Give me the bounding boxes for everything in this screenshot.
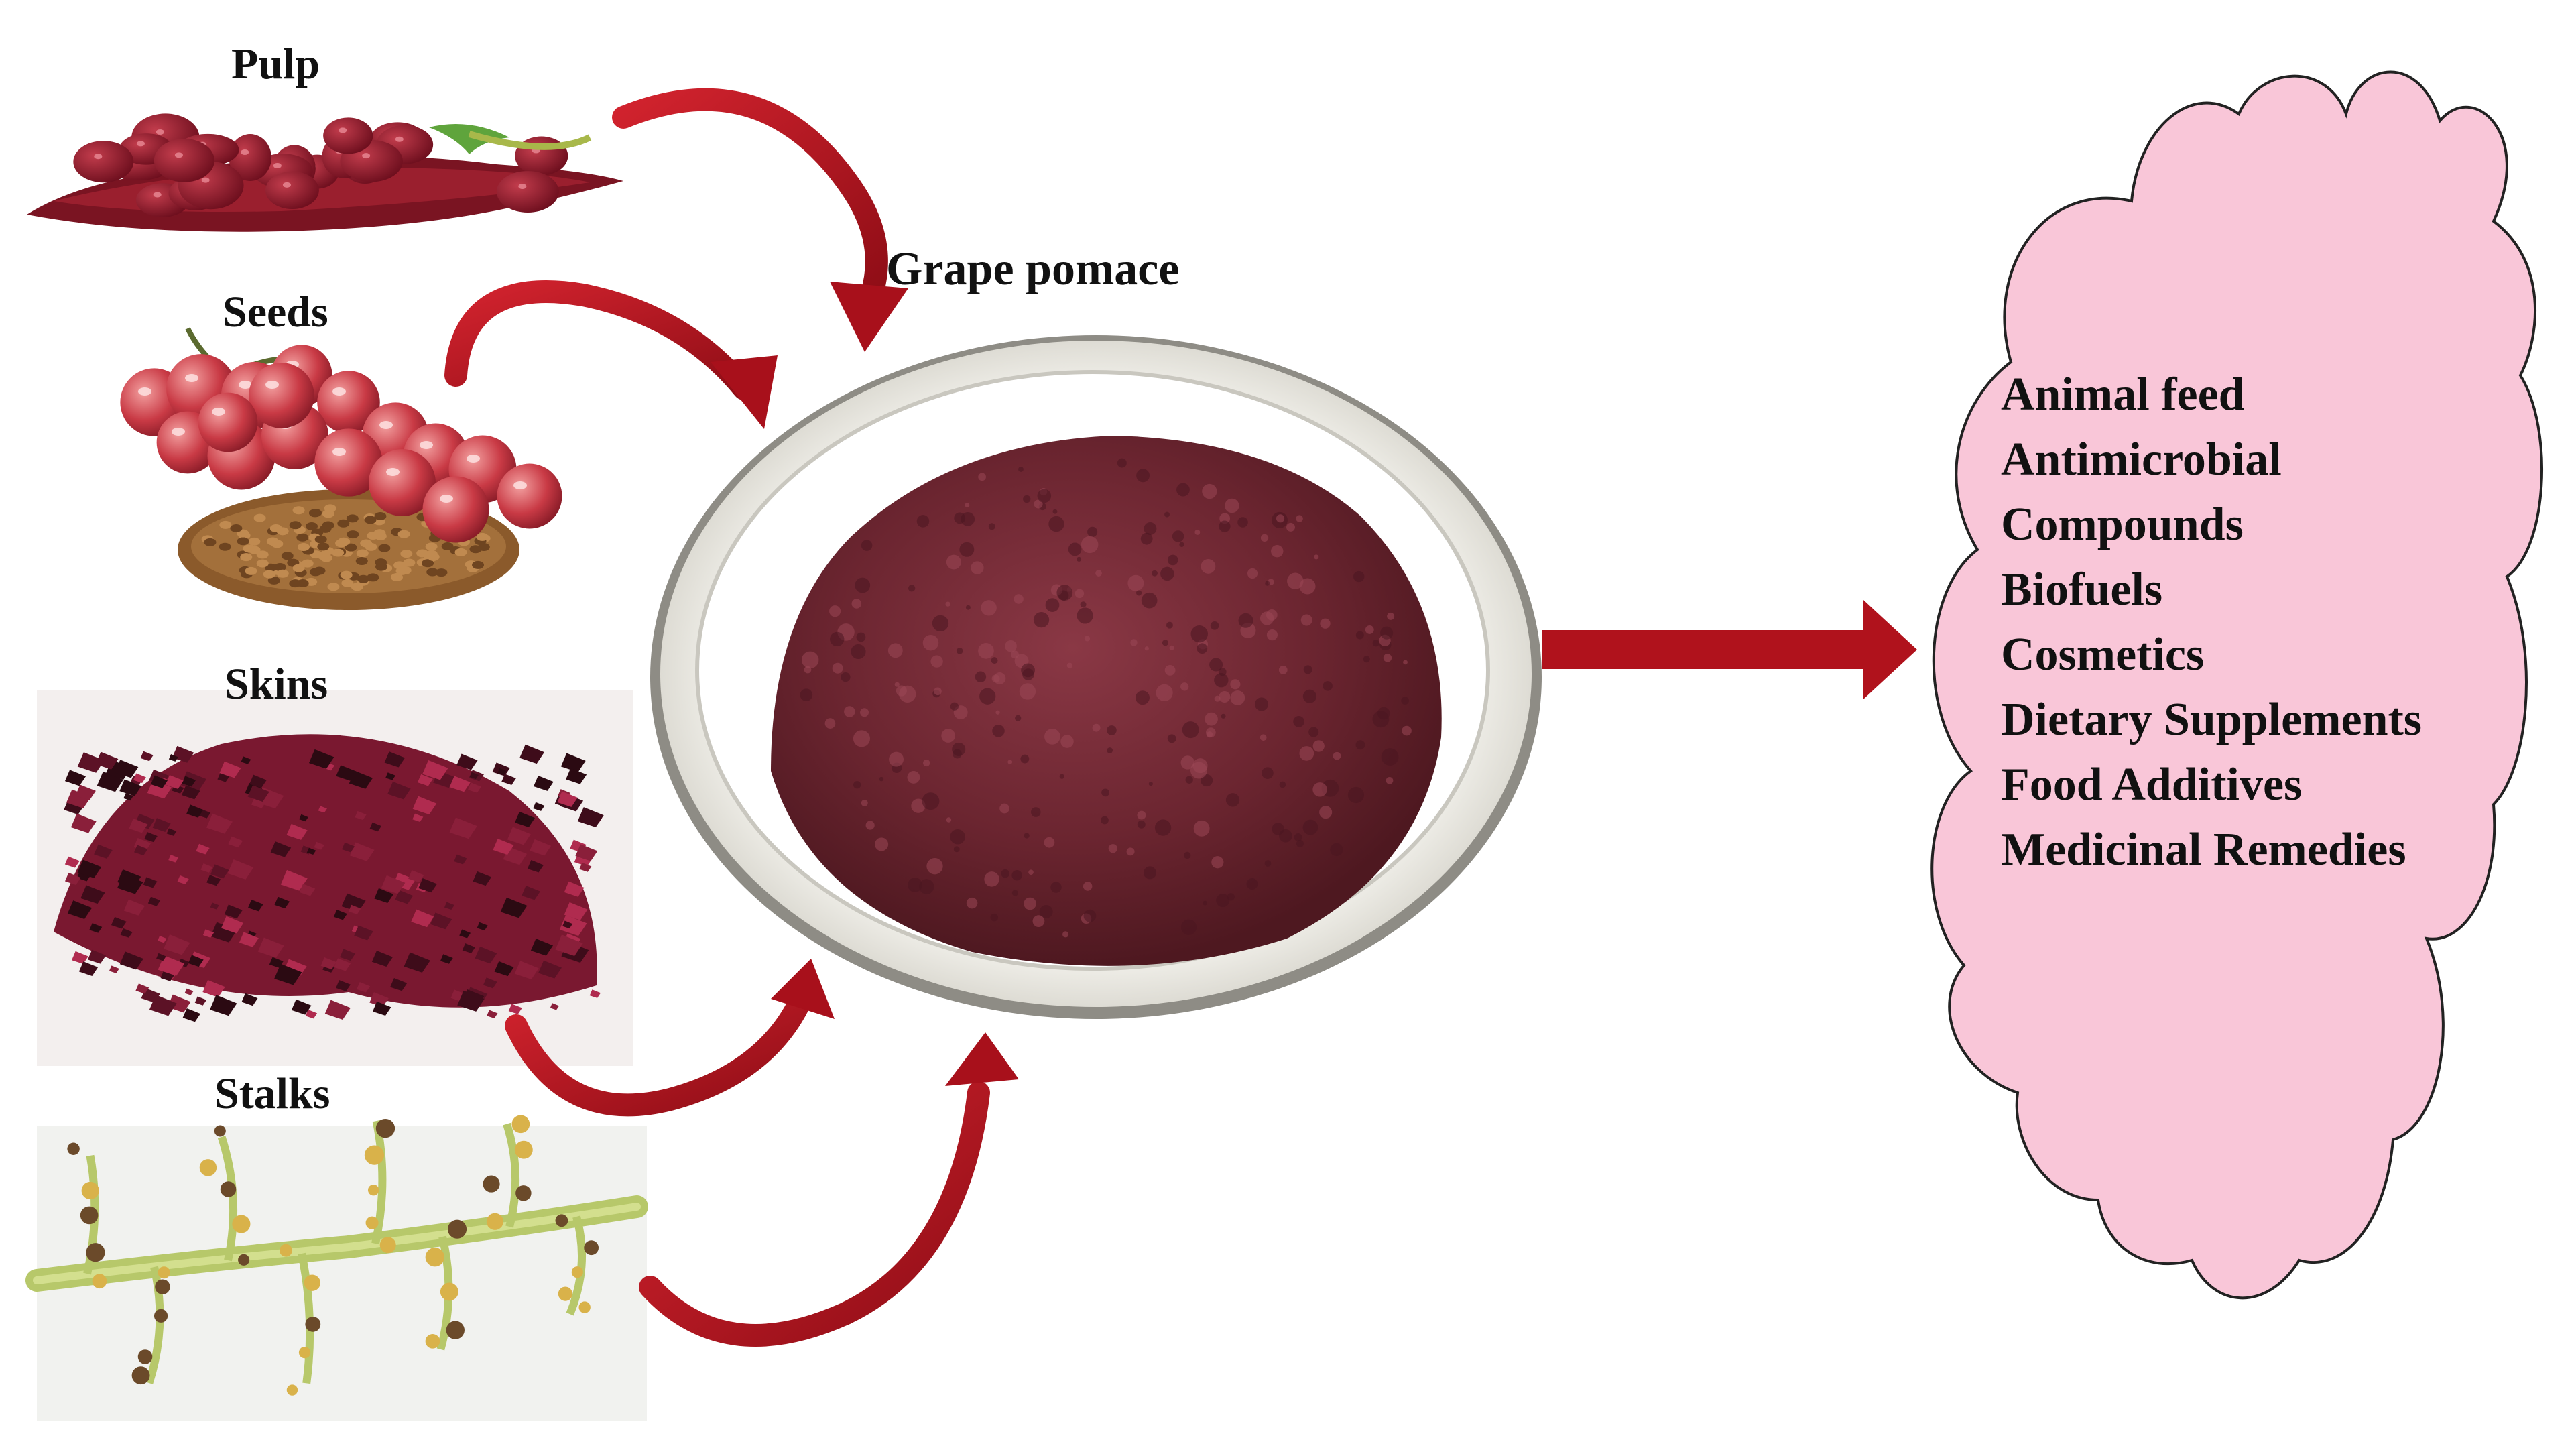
application-item: Antimicrobial: [2001, 434, 2282, 485]
applications-list: Animal feed Antimicrobial Compounds Biof…: [2001, 362, 2422, 882]
skins-arrowhead: [771, 959, 835, 1019]
pomace-bowl-image: [650, 335, 1542, 1019]
skins-to-pomace-arrow: [505, 981, 816, 1117]
stalks-to-pomace-arrow: [639, 1081, 990, 1347]
applications-cloud: [1930, 70, 2543, 1300]
application-item: Medicinal Remedies: [2001, 824, 2406, 875]
seeds-label: Seeds: [223, 288, 328, 337]
application-item: Biofuels: [2001, 564, 2163, 615]
stalks-label: Stalks: [214, 1069, 330, 1118]
seeds-to-pomace-arrow: [444, 280, 755, 400]
seeds-arrowhead: [711, 355, 778, 429]
stalks-image: [25, 1115, 648, 1421]
pulp-arrowhead: [830, 282, 908, 352]
stalks-arrowhead: [945, 1032, 1019, 1086]
uses-arrow: [1542, 600, 1917, 699]
pulp-image: [27, 113, 623, 232]
application-item: Compounds: [2001, 499, 2244, 550]
application-item: Cosmetics: [2001, 629, 2205, 680]
skins-label: Skins: [225, 660, 328, 709]
application-item: Food Additives: [2001, 759, 2303, 810]
seeds-image: [120, 327, 562, 610]
pulp-label: Pulp: [231, 40, 320, 88]
grape-pomace-label: Grape pomace: [886, 243, 1180, 295]
pulp-to-pomace-arrow: [612, 88, 888, 306]
curved-arrows: [444, 88, 1019, 1347]
application-item: Dietary Supplements: [2001, 694, 2422, 745]
skins-image: [37, 690, 633, 1066]
application-item: Animal feed: [2001, 369, 2245, 420]
